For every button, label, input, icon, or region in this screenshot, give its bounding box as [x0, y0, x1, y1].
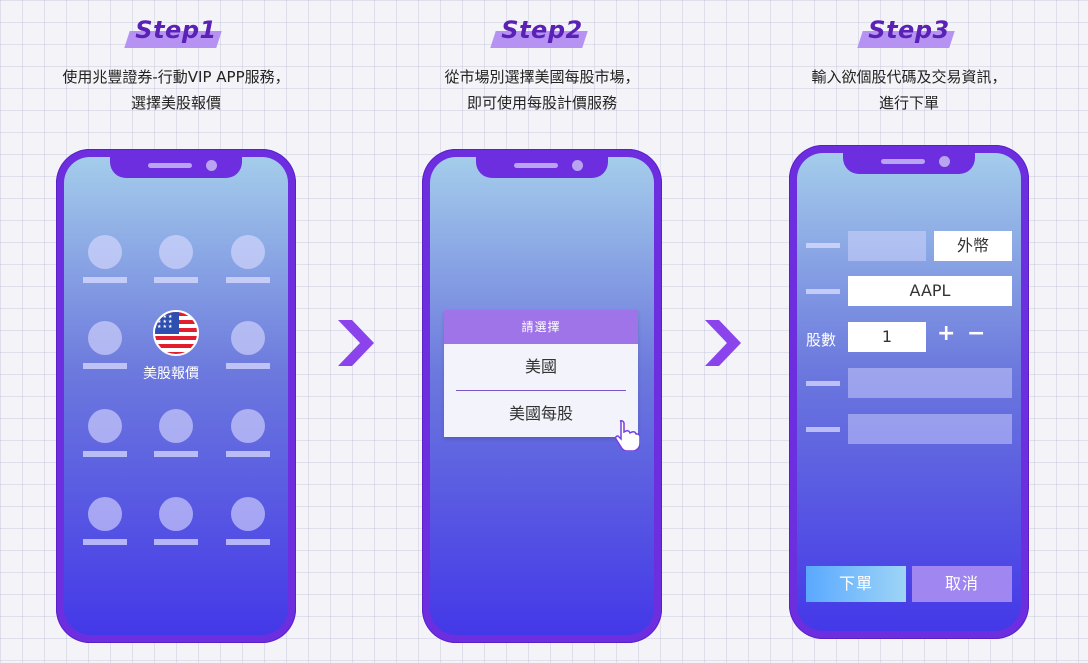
phone-notch: [843, 153, 975, 174]
order-button[interactable]: 下單: [806, 566, 906, 602]
step-tag: Step3: [854, 16, 964, 52]
market-select-dialog: 請選擇 美國 美國每股: [444, 310, 638, 437]
shares-input[interactable]: 1: [848, 322, 926, 352]
step-desc-line: 進行下單: [878, 94, 939, 112]
app-icon[interactable]: [154, 235, 198, 283]
step-tag: Step1: [121, 16, 231, 52]
field-label-placeholder: [806, 381, 840, 386]
step-desc-line: 選擇美股報價: [130, 94, 221, 112]
step-description: 從市場別選擇美國每股市場， 即可使用每股計價服務: [362, 64, 722, 116]
chevron-right-icon: [338, 320, 374, 366]
field-label-placeholder: [806, 243, 840, 248]
us-flag-icon[interactable]: ★★★ ★★★ ★★★: [153, 310, 199, 356]
minus-button[interactable]: −: [967, 321, 986, 346]
dialog-title: 請選擇: [444, 310, 638, 344]
app-icon[interactable]: [226, 497, 270, 545]
step-description: 輸入欲個股代碼及交易資訊， 進行下單: [729, 64, 1088, 116]
step-title: Step2: [501, 16, 583, 44]
step-tag: Step2: [487, 16, 597, 52]
currency-field[interactable]: 外幣: [934, 231, 1012, 261]
step-title: Step3: [868, 16, 950, 44]
field-label-placeholder: [806, 289, 840, 294]
pointer-hand-icon: [615, 420, 640, 451]
step-desc-line: 使用兆豐證券-行動VIP APP服務，: [62, 68, 290, 86]
extra-field[interactable]: [848, 414, 1012, 444]
phone-screen: 請選擇 美國 美國每股: [430, 157, 654, 635]
app-icon[interactable]: [226, 321, 270, 369]
option-us[interactable]: 美國: [524, 357, 557, 376]
phone-screen: 外幣 AAPL 股數 1 + − 下單 取消: [797, 153, 1021, 631]
step-description: 使用兆豐證券-行動VIP APP服務， 選擇美股報價: [0, 64, 356, 116]
shares-label: 股數: [806, 331, 837, 349]
app-icon[interactable]: [83, 409, 127, 457]
us-stock-quote-label[interactable]: 美股報價: [143, 366, 199, 382]
field-label-placeholder: [806, 427, 840, 432]
app-icon[interactable]: [226, 409, 270, 457]
symbol-input[interactable]: AAPL: [848, 276, 1012, 306]
phone-step2: 請選擇 美國 美國每股: [422, 149, 662, 643]
market-field[interactable]: [848, 231, 926, 261]
phone-screen: ★★★ ★★★ ★★★ 美股報價: [64, 157, 288, 635]
phone-step1: ★★★ ★★★ ★★★ 美股報價: [56, 149, 296, 643]
phone-notch: [110, 157, 242, 178]
plus-button[interactable]: +: [937, 321, 956, 346]
phone-step3: 外幣 AAPL 股數 1 + − 下單 取消: [789, 145, 1029, 639]
app-icon[interactable]: [83, 321, 127, 369]
app-icon[interactable]: [83, 497, 127, 545]
app-icon[interactable]: [154, 497, 198, 545]
app-icon[interactable]: [154, 409, 198, 457]
step-title: Step1: [135, 16, 217, 44]
option-us-per-share[interactable]: 美國每股: [508, 404, 573, 423]
app-icon[interactable]: [83, 235, 127, 283]
divider: [456, 390, 626, 391]
app-icon[interactable]: [226, 235, 270, 283]
price-field[interactable]: [848, 368, 1012, 398]
chevron-right-icon: [705, 320, 741, 366]
step-desc-line: 即可使用每股計價服務: [466, 94, 617, 112]
cancel-button[interactable]: 取消: [912, 566, 1012, 602]
phone-notch: [476, 157, 608, 178]
step-desc-line: 從市場別選擇美國每股市場，: [444, 68, 640, 86]
step-desc-line: 輸入欲個股代碼及交易資訊，: [811, 68, 1007, 86]
